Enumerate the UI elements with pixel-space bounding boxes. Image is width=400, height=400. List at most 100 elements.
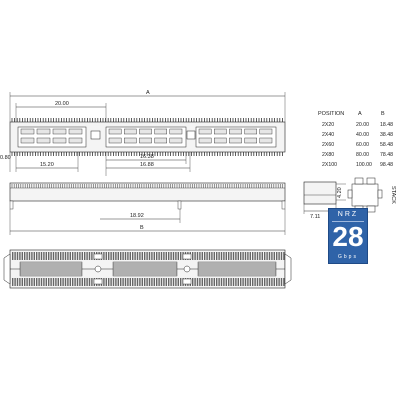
bottom-pin (88, 252, 91, 260)
bottom-pin (220, 252, 223, 260)
table-cell: 2X100 (322, 162, 337, 168)
table-header-a: A (358, 111, 362, 117)
contact-slot (108, 137, 122, 144)
bottom-pin (180, 278, 182, 286)
bottom-pin (64, 252, 67, 260)
bottom-pin (153, 252, 155, 260)
bottom-pin (124, 278, 127, 286)
table-cell: 78.48 (380, 152, 393, 158)
bottom-pin (216, 252, 218, 260)
contact-slot (154, 137, 168, 144)
bottom-pin (240, 278, 242, 286)
bottom-pin (144, 252, 146, 260)
contact-slot (198, 137, 212, 144)
bottom-pin (48, 252, 50, 260)
bottom-pin (242, 278, 244, 286)
bottom-pin (117, 252, 119, 260)
bottom-pin (76, 278, 79, 286)
bottom-pin (247, 278, 249, 286)
bottom-pin (14, 278, 16, 286)
contact-slot (20, 137, 35, 144)
bottom-pin (252, 278, 254, 286)
contact-slot (123, 137, 137, 144)
bottom-pin (84, 278, 86, 286)
bottom-pin (38, 278, 40, 286)
bottom-pin (57, 252, 59, 260)
bottom-pin (12, 278, 14, 286)
bottom-pin (230, 278, 232, 286)
end-view: 7.11 4.20 STACK (303, 177, 396, 220)
bottom-pin (271, 252, 273, 260)
bottom-pin (235, 252, 237, 260)
bottom-pin (28, 252, 31, 260)
bottom-pin (168, 252, 170, 260)
bottom-pin (196, 278, 199, 286)
bottom-pin (141, 278, 143, 286)
bottom-pin (74, 252, 76, 260)
contact-slot (169, 128, 183, 135)
contact-slot (68, 137, 83, 144)
bottom-pin (136, 278, 139, 286)
table-cell: 2X40 (322, 132, 334, 138)
bottom-pin (230, 252, 232, 260)
bottom-pin (91, 278, 93, 286)
bottom-pin (268, 278, 271, 286)
dim-mid-a-label: 16.38 (140, 154, 154, 160)
bottom-pin (103, 252, 105, 260)
badge-divider (332, 221, 364, 222)
dim-peg-label: 18.92 (130, 213, 144, 219)
bottom-pin (235, 278, 237, 286)
bottom-pin (204, 278, 206, 286)
bottom-pin (146, 252, 148, 260)
bottom-pin (122, 278, 124, 286)
bottom-pin (256, 278, 259, 286)
bottom-pin (223, 252, 225, 260)
bottom-pin (168, 278, 170, 286)
contact-slot (36, 137, 51, 144)
bottom-pin (165, 252, 167, 260)
bottom-pin (40, 252, 43, 260)
bottom-pin (153, 278, 155, 286)
bottom-pin (76, 252, 79, 260)
bottom-pin (158, 278, 160, 286)
bottom-pin (16, 278, 19, 286)
bottom-pin (264, 252, 266, 260)
bottom-pin (50, 278, 52, 286)
bottom-pin (148, 252, 151, 260)
bottom-pin (124, 252, 127, 260)
contact-slot (198, 128, 212, 135)
bottom-pin (199, 278, 201, 286)
bottom-pin (276, 278, 278, 286)
bottom-pin (129, 278, 131, 286)
bottom-pin (273, 278, 275, 286)
bottom-pin (134, 278, 136, 286)
bottom-pin (146, 278, 148, 286)
bottom-pin (237, 252, 239, 260)
bottom-pin (14, 252, 16, 260)
badge-number: 28 (332, 221, 364, 252)
bottom-pin (26, 278, 28, 286)
bottom-pin (237, 278, 239, 286)
contact-slot (52, 137, 67, 144)
bottom-pin (232, 252, 235, 260)
bottom-pin (50, 252, 52, 260)
bottom-pin (57, 278, 59, 286)
table-cell: 2X60 (322, 142, 334, 148)
contact-slot (68, 128, 83, 135)
table-cell: 38.48 (380, 132, 393, 138)
table-cell: 98.48 (380, 162, 393, 168)
bottom-pin (208, 278, 211, 286)
bottom-pin (112, 252, 115, 260)
bottom-pin (254, 278, 256, 286)
bottom-pin (266, 278, 268, 286)
bottom-pin (40, 278, 43, 286)
table-cell: 80.00 (356, 152, 369, 158)
bottom-pin (52, 252, 55, 260)
table-cell: 100.00 (356, 162, 372, 168)
bottom-pin (62, 278, 64, 286)
bottom-pin (264, 278, 266, 286)
peg-hole-1 (94, 265, 102, 273)
bottom-pin (175, 278, 177, 286)
